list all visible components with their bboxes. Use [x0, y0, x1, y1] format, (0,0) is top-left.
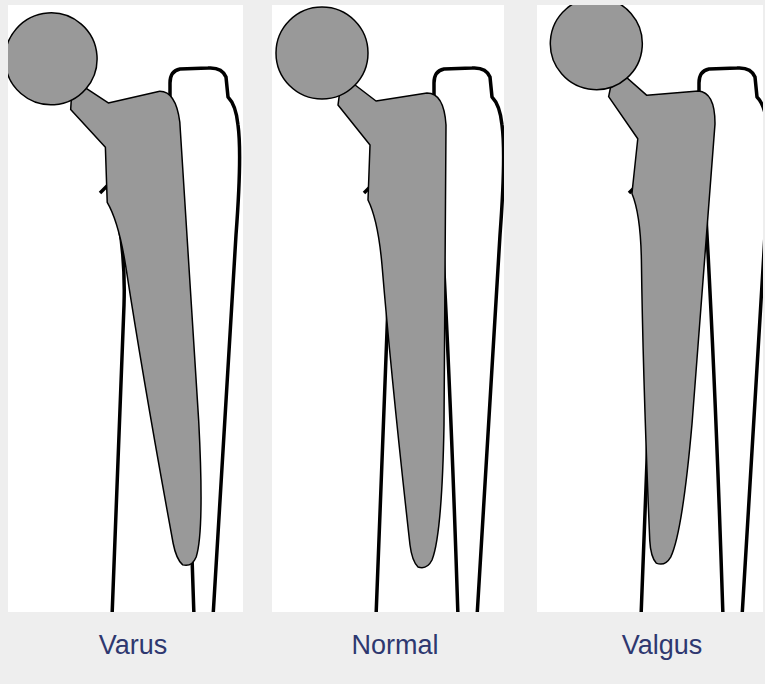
label-band	[0, 612, 765, 684]
panel-label: Varus	[99, 630, 168, 661]
panel-label: Normal	[351, 630, 438, 661]
normal-panel	[272, 5, 504, 617]
valgus-panel	[515, 0, 765, 617]
varus-panel	[2, 4, 243, 617]
panel-label: Valgus	[622, 630, 703, 661]
